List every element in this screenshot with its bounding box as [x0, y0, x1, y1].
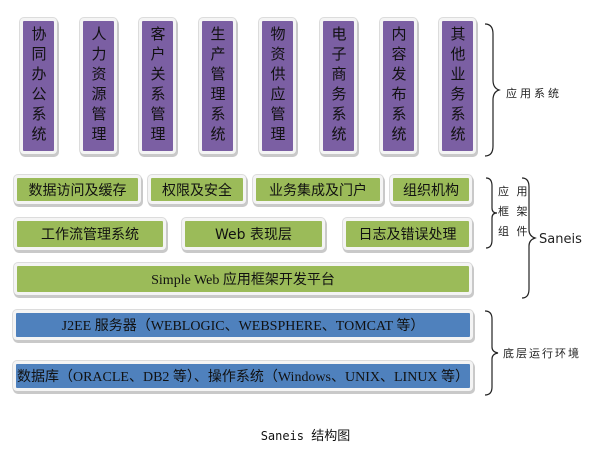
- application-system-label: 内容发布系统: [389, 26, 408, 146]
- framework-components-label: 应 用 框 架 组 件: [498, 182, 530, 242]
- application-system-box: 其他业务系统: [439, 18, 476, 154]
- component-label: 权限及安全: [162, 182, 232, 199]
- application-system-box: 电子商务系统: [320, 18, 357, 154]
- framework-components-brace: [485, 177, 498, 249]
- label-line: 组 件: [498, 225, 530, 238]
- application-systems-brace: [484, 23, 501, 157]
- server-label: J2EE 服务器（WEBLOGIC、WEBSPHERE、TOMCAT 等）: [61, 319, 425, 334]
- j2ee-server-layer: J2EE 服务器（WEBLOGIC、WEBSPHERE、TOMCAT 等）: [13, 310, 473, 340]
- runtime-brace: [484, 310, 499, 396]
- component-label: 工作流管理系统: [41, 227, 139, 243]
- component-workflow-management: 工作流管理系统: [14, 218, 166, 250]
- caption-chinese: 结构图: [311, 429, 351, 444]
- application-systems-label: 应用系统: [506, 87, 562, 100]
- component-permission-security: 权限及安全: [148, 175, 246, 204]
- application-system-box: 内容发布系统: [380, 18, 417, 154]
- component-label: 业务集成及门户: [269, 182, 367, 199]
- component-web-presentation: Web 表现层: [182, 218, 325, 250]
- application-system-label: 电子商务系统: [329, 26, 348, 146]
- application-system-label: 客户关系管理: [148, 26, 167, 146]
- database-os-layer: 数据库（ORACLE、DB2 等）、操作系统（Windows、UNIX、LINU…: [13, 361, 473, 391]
- application-system-box: 物资供应管理: [259, 18, 296, 154]
- component-label: 数据访问及缓存: [28, 182, 127, 199]
- application-system-label: 生产管理系统: [208, 26, 227, 146]
- label-line: 框 架: [498, 205, 530, 218]
- saneis-brace: [521, 177, 537, 299]
- component-logging-error-handling: 日志及错误处理: [343, 218, 472, 250]
- application-system-box: 生产管理系统: [199, 18, 236, 154]
- application-system-box: 协同办公系统: [20, 18, 57, 154]
- runtime-label: 底层运行环境: [503, 347, 581, 360]
- caption-latin: Saneis: [260, 429, 305, 443]
- application-system-label: 其他业务系统: [448, 26, 467, 146]
- application-system-box: 客户关系管理: [139, 18, 176, 154]
- application-system-label: 物资供应管理: [268, 26, 287, 146]
- component-organization: 组织机构: [390, 175, 472, 204]
- label-line: 应 用: [498, 185, 530, 198]
- simple-web-platform: Simple Web 应用框架开发平台: [14, 263, 472, 295]
- component-label: 日志及错误处理: [358, 227, 457, 243]
- component-data-access-cache: 数据访问及缓存: [14, 175, 141, 204]
- application-system-label: 协同办公系统: [29, 26, 48, 146]
- platform-label: Simple Web 应用框架开发平台: [151, 273, 335, 288]
- component-label: 组织机构: [403, 182, 459, 199]
- database-os-label: 数据库（ORACLE、DB2 等）、操作系统（Windows、UNIX、LINU…: [16, 370, 470, 385]
- component-business-integration-portal: 业务集成及门户: [253, 175, 383, 204]
- application-system-label: 人力资源管理: [89, 26, 108, 146]
- application-system-box: 人力资源管理: [80, 18, 117, 154]
- diagram-caption: Saneis 结构图: [0, 425, 611, 444]
- saneis-label: Saneis: [539, 232, 582, 247]
- component-label: Web 表现层: [215, 227, 292, 243]
